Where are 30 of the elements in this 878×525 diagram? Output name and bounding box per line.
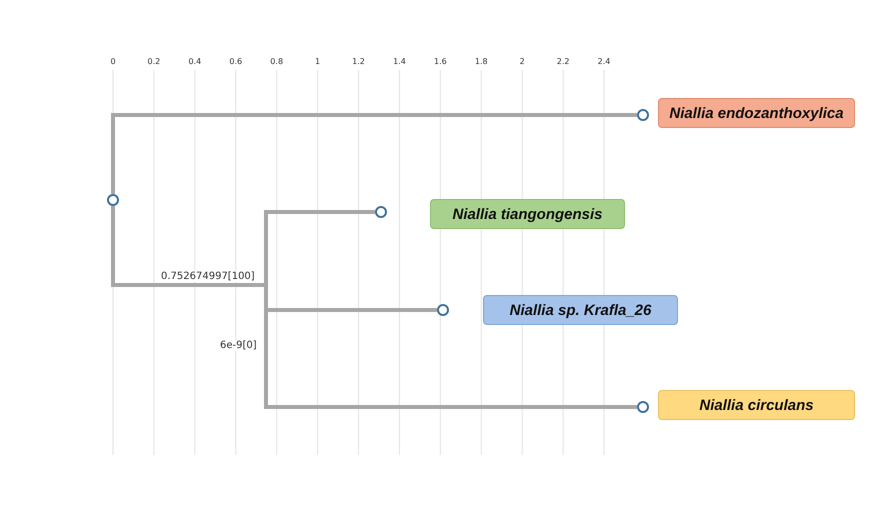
axis-tick-label: 0.2	[148, 57, 160, 66]
axis-tick-label: 1.8	[474, 57, 488, 66]
node-circle	[437, 304, 449, 316]
node-circle	[637, 401, 649, 413]
tree-branch	[264, 210, 375, 283]
species-label-box: Niallia endozanthoxylica	[658, 98, 855, 128]
axis-tick-label: 0.4	[188, 57, 202, 66]
tree-branch	[264, 354, 637, 409]
axis-tick-label: 1.2	[352, 57, 365, 66]
species-label-box: Niallia circulans	[658, 390, 855, 420]
tree-branch	[111, 206, 264, 287]
branch-junction	[264, 283, 268, 287]
axis-tick-label: 2.2	[556, 57, 570, 66]
species-label-box: Niallia tiangongensis	[430, 199, 625, 229]
tree-branch	[264, 308, 437, 350]
node-circle	[637, 109, 649, 121]
species-label-box: Niallia sp. Krafla_26	[483, 295, 678, 325]
axis-tick-label: 0	[110, 57, 116, 66]
axis-tick-label: 1.6	[434, 57, 447, 66]
node-circle	[375, 206, 387, 218]
axis-tick-label: 2.4	[598, 57, 610, 66]
axis-tick-label: 1.4	[393, 57, 406, 66]
tree-branch	[111, 113, 637, 194]
branch-length-label: 6e-9[0]	[219, 340, 258, 351]
axis-tick-label: 1	[315, 57, 320, 66]
axis-tick-label: 2	[520, 57, 525, 66]
axis-tick-label: 0.8	[270, 57, 284, 66]
axis-tick-label: 0.6	[229, 57, 242, 66]
node-circle	[107, 194, 119, 206]
branch-length-label: 0.752674997[100]	[160, 271, 256, 282]
